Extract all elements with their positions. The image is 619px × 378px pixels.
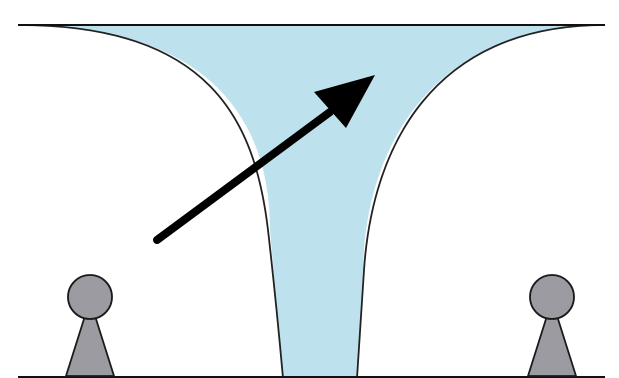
arrow-shaft (153, 108, 334, 244)
left-figure (65, 274, 115, 377)
funnel-region (18, 25, 605, 378)
left-figure-head (67, 274, 113, 320)
left-figure-body (65, 299, 115, 377)
right-figure-body (527, 299, 577, 377)
funnel-left-edge (17, 24, 284, 378)
right-figure (527, 274, 577, 377)
right-figure-head (529, 274, 575, 320)
funnel-right-edge (356, 24, 606, 378)
arrow-head (314, 75, 375, 128)
